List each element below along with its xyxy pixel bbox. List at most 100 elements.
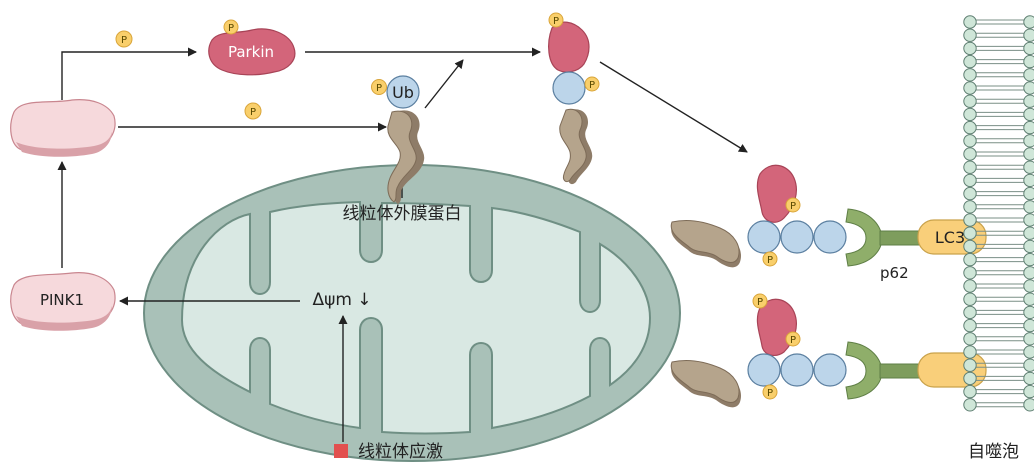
lipid-head-outer (1024, 346, 1034, 358)
lipid-head (964, 306, 976, 318)
lipid-tail (976, 192, 1026, 196)
delta-psi-label: Δψm ↓ (312, 290, 371, 310)
lipid-head (964, 135, 976, 147)
autophagosome-label: 自噬泡 (968, 442, 1019, 462)
mito-stress-label: 线粒体应激 (358, 442, 443, 462)
lipid-tail (976, 403, 1026, 407)
svg-text:P: P (250, 107, 256, 118)
svg-text:P: P (589, 80, 595, 91)
p62-receptor-2 (846, 342, 882, 399)
lipid-head-outer (1024, 55, 1034, 67)
ub-label: Ub (392, 83, 414, 102)
lipid-head-outer (1024, 108, 1034, 120)
svg-text:P: P (376, 83, 382, 94)
lipid-head (964, 161, 976, 173)
lipid-head-outer (1024, 174, 1034, 186)
lipid-tail (976, 60, 1026, 64)
lipid-head (964, 346, 976, 358)
p62-receptor (846, 209, 882, 266)
lipid-head-outer (1024, 95, 1034, 107)
svg-text:P: P (121, 35, 127, 46)
lipid-head-outer (1024, 135, 1034, 147)
pink1-protein-top (11, 100, 115, 157)
lipid-head (964, 29, 976, 41)
lipid-tail (976, 178, 1026, 182)
lipid-tail (976, 86, 1026, 90)
surface-complex-1: P P p62 LC3 (671, 165, 986, 282)
lipid-head-outer (1024, 372, 1034, 384)
lipid-tail (976, 33, 1026, 37)
lipid-head (964, 82, 976, 94)
surface-complex-2: P P P (671, 294, 986, 407)
lipid-head-outer (1024, 333, 1034, 345)
lipid-head (964, 267, 976, 279)
lipid-head-outer (1024, 280, 1034, 292)
lipid-head (964, 69, 976, 81)
lipid-tail (976, 46, 1026, 50)
svg-text:P: P (757, 297, 763, 308)
lipid-head (964, 240, 976, 252)
lipid-tail (976, 284, 1026, 288)
lipid-head-outer (1024, 201, 1034, 213)
lipid-head-outer (1024, 16, 1034, 28)
outer-membrane-protein-label: 线粒体外膜蛋白 (343, 204, 462, 224)
pink1-protein: PINK1 (11, 273, 115, 331)
lipid-head (964, 187, 976, 199)
svg-text:P: P (790, 201, 796, 212)
lipid-head (964, 108, 976, 120)
lc3-label: LC3 (935, 228, 965, 247)
lc3-protein-2 (918, 353, 986, 387)
lipid-head-outer (1024, 187, 1034, 199)
lipid-head (964, 95, 976, 107)
lipid-head (964, 227, 976, 239)
lipid-head (964, 333, 976, 345)
lipid-tail (976, 337, 1026, 341)
lipid-tail (976, 20, 1026, 24)
lipid-tail (976, 152, 1026, 156)
lipid-head-outer (1024, 306, 1034, 318)
lipid-tail (976, 112, 1026, 116)
arrow-ub-up (425, 60, 463, 108)
lipid-head (964, 385, 976, 397)
lipid-head-outer (1024, 319, 1034, 331)
lipid-head-outer (1024, 399, 1034, 411)
lipid-tail (976, 297, 1026, 301)
mito-stress-icon (334, 444, 348, 458)
lipid-head (964, 253, 976, 265)
phospho-on-arrow-2: P (245, 103, 261, 119)
lipid-head-outer (1024, 240, 1034, 252)
svg-text:P: P (790, 335, 796, 346)
lipid-head-outer (1024, 161, 1034, 173)
lipid-head-outer (1024, 293, 1034, 305)
lipid-tail (976, 310, 1026, 314)
lipid-tail (976, 165, 1026, 169)
lipid-head-outer (1024, 385, 1034, 397)
lipid-head (964, 293, 976, 305)
lipid-head (964, 42, 976, 54)
lipid-head-outer (1024, 253, 1034, 265)
lipid-head-outer (1024, 148, 1034, 160)
lipid-head-outer (1024, 214, 1034, 226)
lipid-head (964, 214, 976, 226)
lipid-tail (976, 218, 1026, 222)
lipid-head-outer (1024, 82, 1034, 94)
lipid-head (964, 359, 976, 371)
lipid-head-outer (1024, 359, 1034, 371)
parkin-label: Parkin (228, 43, 274, 61)
parkin-ub-complex: P P (549, 13, 599, 184)
ub-complex-circle (553, 72, 585, 104)
pink1-label: PINK1 (40, 291, 84, 309)
lipid-head-outer (1024, 29, 1034, 41)
lipid-tail (976, 139, 1026, 143)
phospho-on-arrow-1: P (116, 31, 132, 47)
lipid-tail (976, 99, 1026, 103)
lipid-head-outer (1024, 227, 1034, 239)
svg-text:P: P (228, 23, 234, 34)
lipid-tail (976, 324, 1026, 328)
lipid-tail (976, 73, 1026, 77)
arrow-to-parkin (62, 52, 196, 100)
lipid-head (964, 319, 976, 331)
lipid-head (964, 399, 976, 411)
lipid-tail (976, 205, 1026, 209)
